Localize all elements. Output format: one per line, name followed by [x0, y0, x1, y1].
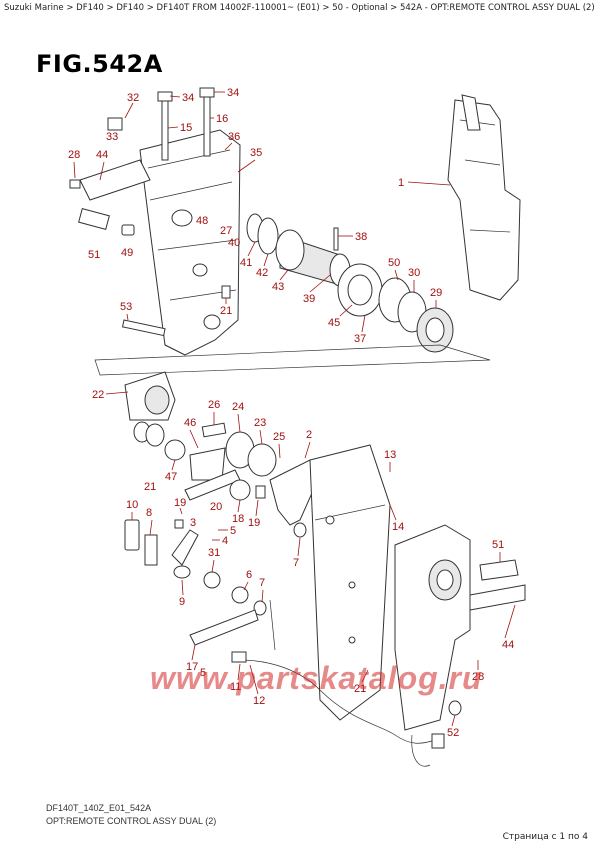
callout-label: 14 [392, 521, 404, 533]
callout-label: 28 [472, 671, 484, 683]
callout-label: 48 [196, 215, 208, 227]
callout-label: 9 [179, 596, 185, 608]
callout-label: 49 [121, 247, 133, 259]
cover-plate-part [309, 444, 391, 721]
callout-label: 31 [208, 547, 220, 559]
shaft-train-part [246, 213, 454, 353]
callout-label: 51 [492, 539, 504, 551]
callout-label: 43 [272, 281, 284, 293]
breadcrumb: Suzuki Marine > DF140 > DF140 > DF140T F… [4, 3, 595, 13]
callout-label: 4 [222, 535, 228, 547]
callout-label: 44 [502, 639, 514, 651]
callout-label: 32 [127, 92, 139, 104]
callout-label: 15 [180, 122, 192, 134]
callout-label: 7 [293, 557, 299, 569]
gear-cluster-part [164, 422, 277, 501]
callout-label: 25 [273, 431, 285, 443]
lever-base-part [124, 371, 176, 447]
callout-label: 42 [256, 267, 268, 279]
mounting-plate-part [78, 159, 151, 236]
watermark: www.partskatalog.ru [150, 660, 483, 696]
callout-label: 20 [210, 501, 222, 513]
wiring-harness-part [231, 651, 445, 767]
callout-label: 13 [384, 449, 396, 461]
callout-label: 10 [126, 499, 138, 511]
main-housing-part [139, 129, 241, 356]
callout-label: 21 [144, 481, 156, 493]
callout-label: 45 [328, 317, 340, 329]
callout-label: 37 [354, 333, 366, 345]
callout-label: 34 [227, 87, 239, 99]
callout-label: 30 [408, 267, 420, 279]
callout-label: 47 [165, 471, 177, 483]
control-box-part [394, 524, 526, 731]
callout-label: 34 [182, 92, 194, 104]
left-small-parts [124, 519, 276, 651]
callout-label: 39 [303, 293, 315, 305]
page-indicator: Страница с 1 по 4 [502, 832, 588, 842]
callout-label: 22 [92, 389, 104, 401]
callout-label: 33 [106, 131, 118, 143]
callout-label: 29 [430, 287, 442, 299]
callout-label: 40 [228, 237, 240, 249]
callout-label: 1 [398, 177, 404, 189]
callout-label: 19 [174, 497, 186, 509]
callout-label: 44 [96, 149, 108, 161]
callout-label: 52 [447, 727, 459, 739]
bolts-upper [69, 87, 231, 337]
callout-label: 24 [232, 401, 244, 413]
callout-label: 23 [254, 417, 266, 429]
remote-control-lever-part [447, 94, 521, 301]
callout-label: 27 [220, 225, 232, 237]
callout-label: 18 [232, 513, 244, 525]
callout-label: 3 [190, 517, 196, 529]
callout-label: 35 [250, 147, 262, 159]
callout-label: 53 [120, 301, 132, 313]
callout-label: 36 [228, 131, 240, 143]
diagram-description: OPT:REMOTE CONTROL ASSY DUAL (2) [46, 816, 217, 826]
callout-label: 21 [354, 683, 366, 695]
callout-label: 19 [248, 517, 260, 529]
callout-label: 51 [88, 249, 100, 261]
callouts: 32 34 34 15 16 33 36 28 44 35 1 48 27 40… [68, 87, 516, 739]
callout-label: 2 [306, 429, 312, 441]
callout-label: 5 [200, 667, 206, 679]
callout-label: 6 [246, 569, 252, 581]
callout-label: 38 [355, 231, 367, 243]
callout-label: 8 [146, 507, 152, 519]
callout-label: 12 [253, 695, 265, 707]
callout-label: 5 [230, 525, 236, 537]
callout-label: 21 [220, 305, 232, 317]
callout-label: 41 [240, 257, 252, 269]
callout-label: 50 [388, 257, 400, 269]
diagram-code: DF140T_140Z_E01_542A [46, 803, 152, 813]
callout-label: 16 [216, 113, 228, 125]
callout-label: 28 [68, 149, 80, 161]
callout-label: 17 [186, 661, 198, 673]
callout-label: 26 [208, 399, 220, 411]
figure-title: FIG.542A [36, 50, 163, 78]
callout-label: 7 [259, 577, 265, 589]
callout-label: 46 [184, 417, 196, 429]
callout-label: 11 [230, 681, 241, 693]
